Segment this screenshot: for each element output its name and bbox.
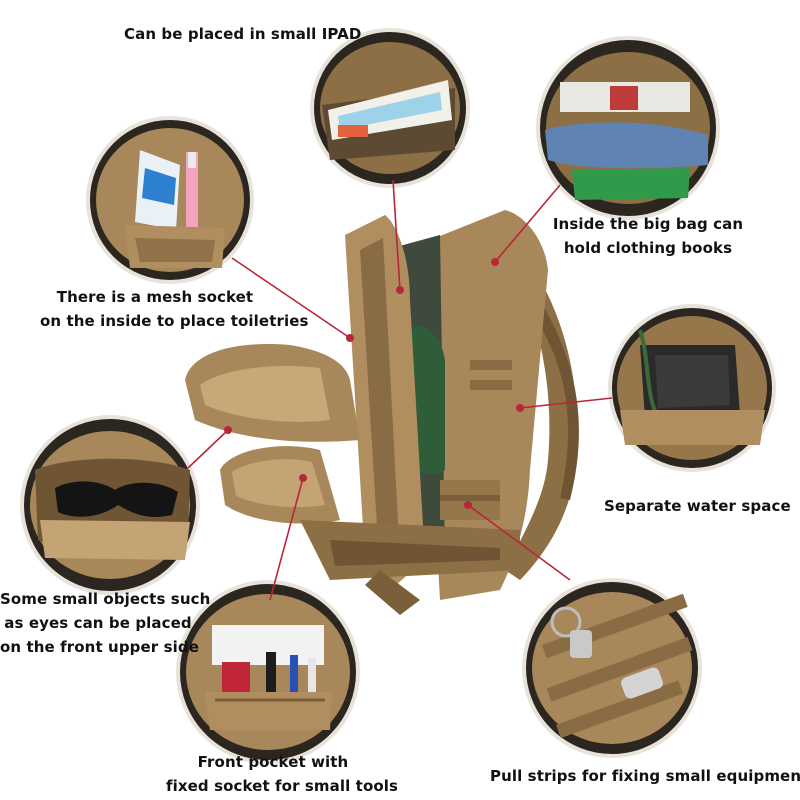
label-big-bag-line2: hold clothing books xyxy=(563,239,733,257)
label-front-line1: Front pocket with xyxy=(197,753,349,771)
backpack-body xyxy=(185,210,579,615)
label-small-line1: Some small objects such xyxy=(0,590,211,608)
label-front-pocket: Front pocket with fixed socket for small… xyxy=(166,750,399,798)
label-water-text: Separate water space xyxy=(604,497,791,515)
label-small-objects: Some small objects such as eyes can be p… xyxy=(0,587,211,659)
detail-circle-clothing xyxy=(536,36,720,220)
label-small-line2: as eyes can be placed xyxy=(4,614,192,632)
label-pull-strips: Pull strips for fixing small equipment xyxy=(490,764,800,788)
label-mesh-line2: on the inside to place toiletries xyxy=(40,312,309,330)
pointer-lines xyxy=(187,179,613,601)
detail-circle-toiletries xyxy=(86,116,254,284)
label-small-line3: on the front upper side xyxy=(0,638,199,656)
label-mesh-line1: There is a mesh socket xyxy=(56,288,254,306)
pointer-dots xyxy=(224,258,524,509)
label-water-space: Separate water space xyxy=(604,494,791,518)
detail-circle-ipad xyxy=(310,28,470,188)
detail-circle-glasses xyxy=(20,415,200,595)
label-big-bag: Inside the big bag can hold clothing boo… xyxy=(548,212,748,260)
label-mesh-socket: There is a mesh socket on the inside to … xyxy=(40,285,309,333)
label-front-line2: fixed socket for small tools xyxy=(166,777,399,795)
label-ipad-text: Can be placed in small IPAD xyxy=(124,25,362,43)
label-ipad: Can be placed in small IPAD xyxy=(124,22,361,46)
label-pull-text: Pull strips for fixing small equipment xyxy=(490,767,800,785)
detail-circle-tools xyxy=(176,580,360,764)
detail-circle-pull-strips xyxy=(522,578,702,758)
label-big-bag-line1: Inside the big bag can xyxy=(552,215,744,233)
detail-circle-water xyxy=(608,304,776,472)
